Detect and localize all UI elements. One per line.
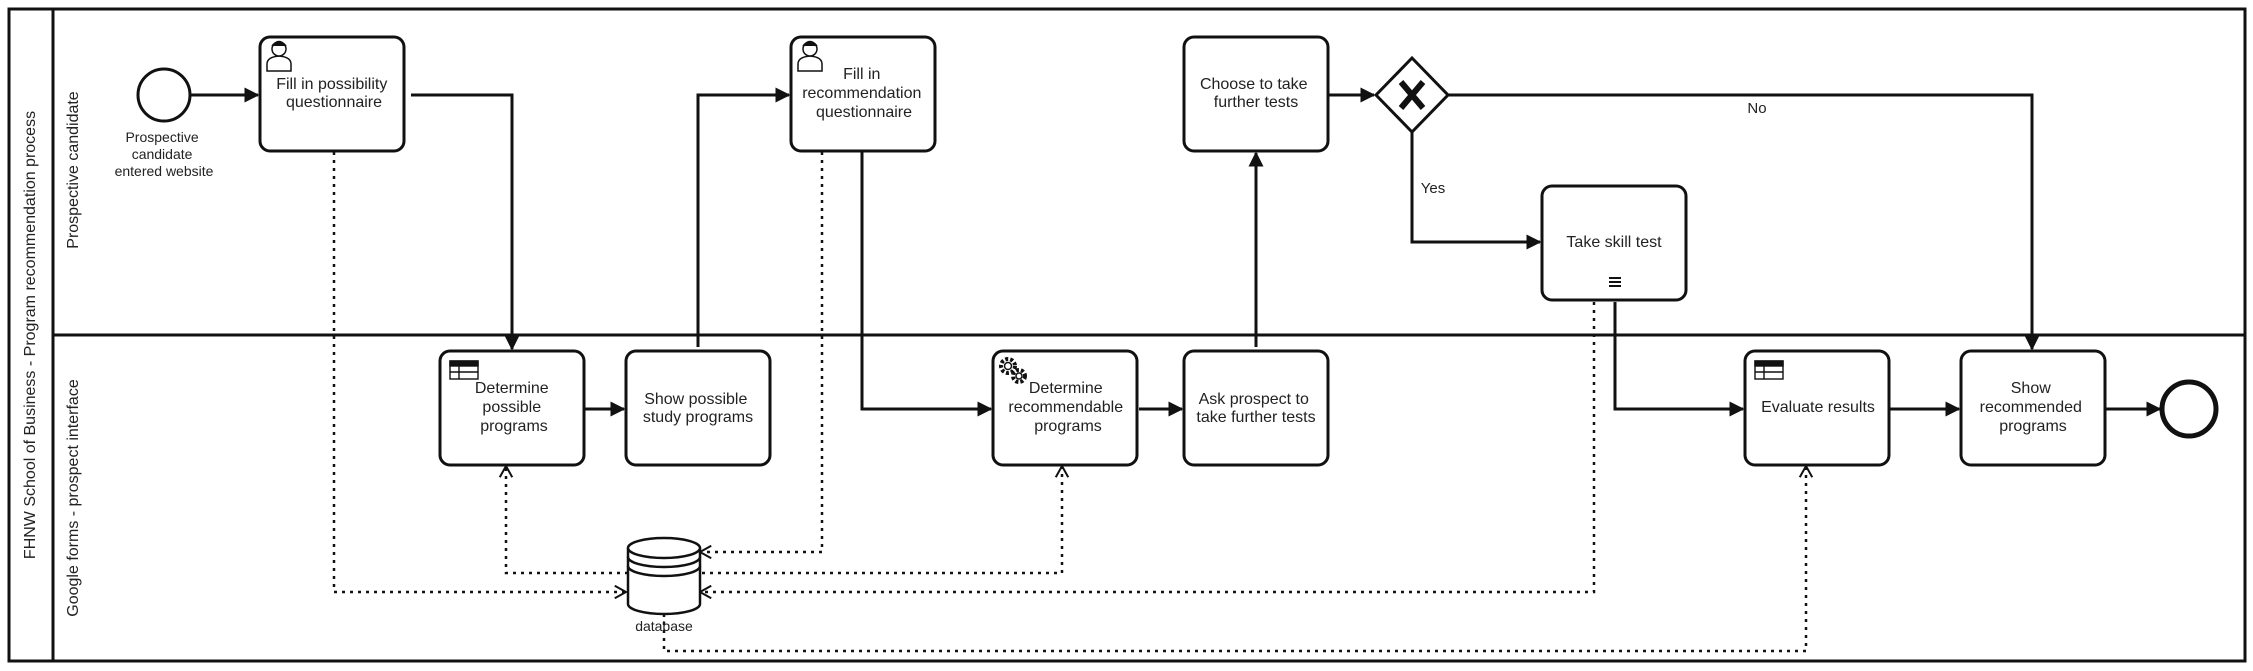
task-label: Choose to take further tests [1200,76,1312,111]
flow-fill-to-determine [411,93,520,351]
task-label: Fill in possibility questionnaire [276,76,392,111]
user-icon [797,40,823,72]
task-fill-recommendation-questionnaire[interactable]: Fill in recommendation questionnaire [789,35,937,153]
task-take-skill-test[interactable]: Take skill test [1540,184,1688,302]
task-label: Take skill test [1566,234,1662,251]
user-icon [266,40,292,72]
gears-icon [999,357,1027,384]
task-show-possible-study-programs[interactable]: Show possible study programs [624,349,772,467]
task-label: Ask prospect to take further tests [1196,391,1315,426]
start-event[interactable]: Prospective candidate entered website [115,67,214,179]
list-marker-icon [1609,277,1621,287]
table-icon [1754,360,1784,380]
task-evaluate-results[interactable]: Evaluate results [1743,349,1891,467]
flow-fillrec-to-determinerec [860,152,993,417]
data-associations [332,152,1814,653]
assoc-fillrec-to-db [697,152,824,560]
data-store-label: database [635,618,693,634]
flow-label-no: No [1747,100,1766,117]
x-icon [1398,80,1426,110]
task-ask-prospect-further-tests[interactable]: Ask prospect to take further tests [1182,349,1330,467]
lane-label: Prospective candidate [65,91,82,249]
database-data-store[interactable]: database [626,536,702,634]
assoc-db-to-evaluate [662,463,1814,653]
task-label: Determine possible programs [475,380,553,435]
table-icon [449,360,479,380]
start-event-label: Prospective candidate entered website [115,129,214,179]
flow-skilltest-to-evaluate [1613,302,1745,417]
assoc-db-to-determine [498,463,628,575]
end-event[interactable] [2159,379,2219,439]
task-determine-possible-programs[interactable]: Determine possible programs [438,349,586,467]
flow-show-to-fillrec [696,87,791,347]
sequence-flows [191,87,2162,417]
task-choose-further-tests[interactable]: Choose to take further tests [1182,35,1330,153]
task-label: Show recommended programs [1980,380,2087,435]
lane-prospective-candidate: Prospective candidate [65,91,82,249]
task-label: Evaluate results [1761,399,1875,416]
pool: FHNW School of Business - Program recomm… [7,7,2247,663]
assoc-db-to-determinerec [702,463,1070,575]
task-determine-recommendable-programs[interactable]: Determine recommendable programs [991,349,1139,467]
flow-gateway-no [1448,93,2040,351]
task-fill-possibility-questionnaire[interactable]: Fill in possibility questionnaire [258,35,406,153]
task-label: Fill in recommendation questionnaire [802,66,926,121]
pool-label: FHNW School of Business - Program recomm… [22,111,39,559]
task-show-recommended-programs[interactable]: Show recommended programs [1959,349,2107,467]
task-label: Show possible study programs [643,391,753,426]
flow-label-yes: Yes [1421,180,1445,197]
lane-label: Google forms - prospect interface [65,379,82,617]
assoc-fill-to-db [332,152,629,600]
assoc-skilltest-to-db [697,302,1596,600]
flow-gateway-yes [1410,132,1542,250]
task-label: Determine recommendable programs [1008,380,1127,435]
lane-google-forms: Google forms - prospect interface [65,379,82,617]
exclusive-gateway[interactable] [1373,55,1451,135]
